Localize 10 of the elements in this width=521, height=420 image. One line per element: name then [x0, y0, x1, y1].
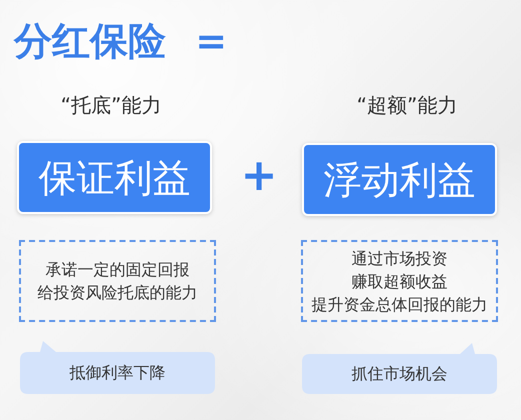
dashed-text-box: 承诺一定的固定回报给投资风险托底的能力: [19, 240, 216, 322]
dashed-text-box: 通过市场投资赚取超额收益提升资金总体回报的能力: [301, 240, 498, 322]
speech-bubble: 抵御利率下降: [20, 341, 215, 394]
title: 分红保险 =: [14, 19, 228, 63]
highlight-box: 保证利益: [17, 141, 212, 214]
column-heading: “托底”能力: [60, 93, 162, 117]
speech-bubble: 抓住市场机会: [302, 343, 497, 394]
plus-sign: +: [240, 156, 278, 196]
highlight-box: 浮动利益: [302, 143, 497, 216]
column-heading: “超额”能力: [356, 93, 458, 117]
